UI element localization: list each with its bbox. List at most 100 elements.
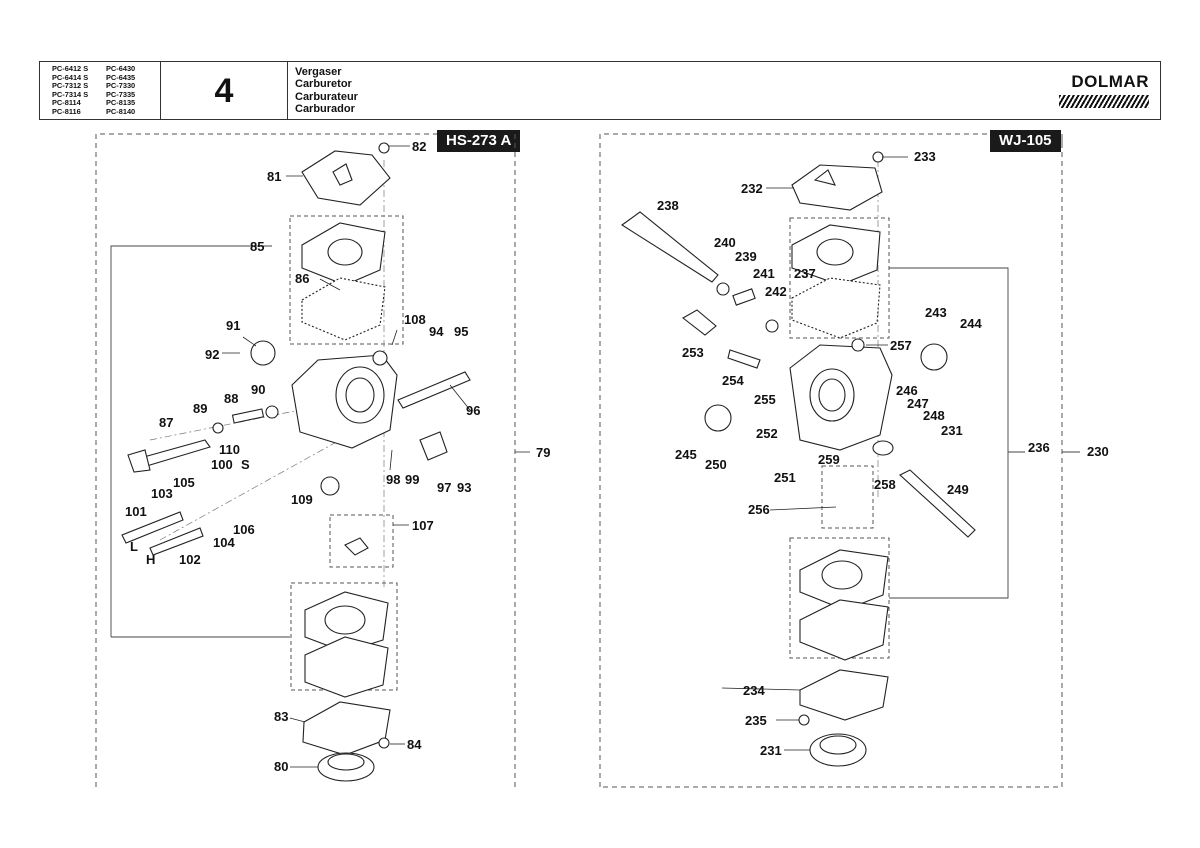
model-code: PC-6430 bbox=[106, 64, 136, 73]
model-code: PC-7312 S bbox=[52, 81, 89, 91]
callout-85: 85 bbox=[250, 239, 264, 254]
dolmar-logo: DOLMAR bbox=[1059, 72, 1149, 108]
gasket-r2-hole bbox=[821, 560, 863, 590]
model-list: PC-6412 S PC-6414 S PC-7312 S PC-7314 S … bbox=[40, 62, 161, 119]
callout-248: 248 bbox=[923, 408, 945, 423]
callout-250: 250 bbox=[705, 457, 727, 472]
callout-108: 108 bbox=[404, 312, 426, 327]
left-gasket-box bbox=[289, 215, 404, 345]
model-code: PC-8135 bbox=[106, 98, 136, 108]
screw-233 bbox=[872, 151, 884, 163]
callout-242: 242 bbox=[765, 284, 787, 299]
callout-110: 110 bbox=[219, 442, 240, 457]
model-code: PC-6412 S bbox=[52, 64, 89, 73]
callout-252: 252 bbox=[756, 426, 778, 441]
callout-232: 232 bbox=[741, 181, 763, 196]
model-list-col-1: PC-6412 S PC-6414 S PC-7312 S PC-7314 S … bbox=[52, 64, 89, 117]
callout-249: 249 bbox=[947, 482, 969, 497]
model-list-col-2: PC-6430 PC-6435 PC-7330 PC-7335 PC-8135 … bbox=[106, 64, 136, 117]
callout-243: 243 bbox=[925, 305, 947, 320]
throttle-plate-243 bbox=[920, 343, 948, 371]
inlet-plate-97 bbox=[419, 431, 448, 461]
callout-102: 102 bbox=[179, 552, 201, 567]
callout-107: 107 bbox=[412, 518, 434, 533]
right-parts bbox=[621, 151, 976, 767]
callout-230: 230 bbox=[1087, 444, 1109, 459]
callout-235: 235 bbox=[745, 713, 767, 728]
page-number: 4 bbox=[161, 62, 288, 119]
gasket-hole bbox=[327, 238, 363, 266]
diaphragm-86 bbox=[301, 277, 386, 341]
spring-241 bbox=[732, 288, 756, 306]
title-es: Carburador bbox=[295, 103, 355, 116]
right-frame bbox=[599, 133, 1063, 788]
lever-107 bbox=[344, 537, 369, 556]
callout-236: 236 bbox=[1028, 440, 1050, 455]
cover-fitting bbox=[813, 169, 836, 186]
left-model-tag: HS-273 A bbox=[437, 130, 521, 152]
callout-82: 82 bbox=[412, 139, 426, 154]
cover-234 bbox=[799, 669, 889, 721]
callout-95: 95 bbox=[454, 324, 468, 339]
callout-259: 259 bbox=[818, 452, 840, 467]
callout-231-ring: 231 bbox=[760, 743, 782, 758]
model-code: PC-8140 bbox=[106, 106, 136, 116]
choke-lever bbox=[127, 449, 151, 473]
plate-250 bbox=[704, 404, 732, 432]
callout-93: 93 bbox=[457, 480, 471, 495]
model-code: PC-6414 S bbox=[52, 72, 89, 82]
shaft-238 bbox=[621, 211, 719, 283]
needle-101 bbox=[121, 511, 184, 544]
dashed-frames bbox=[95, 133, 1063, 788]
shaft-96 bbox=[397, 371, 471, 409]
throttle-plate-91 bbox=[250, 340, 276, 366]
washer-242 bbox=[765, 319, 779, 333]
venturi-inner bbox=[345, 377, 375, 413]
callout-80: 80 bbox=[274, 759, 288, 774]
callout-237: 237 bbox=[794, 266, 816, 281]
callout-234: 234 bbox=[743, 683, 765, 698]
model-code: PC-7314 S bbox=[52, 89, 89, 99]
washer-240 bbox=[716, 282, 730, 296]
spring-88 bbox=[231, 408, 265, 424]
right-model-tag: WJ-105 bbox=[990, 130, 1061, 152]
callout-104: 104 bbox=[213, 535, 235, 550]
model-code: PC-8114 bbox=[52, 98, 81, 108]
logo-stripes bbox=[1059, 95, 1149, 108]
callout-100: 100 bbox=[211, 457, 233, 472]
callout-94: 94 bbox=[429, 324, 444, 339]
callout-81: 81 bbox=[267, 169, 281, 184]
callout-86: 86 bbox=[295, 271, 309, 286]
left-callouts: 82 81 85 86 108 94 95 91 92 90 88 89 87 … bbox=[125, 139, 550, 774]
callout-106: 106 bbox=[233, 522, 255, 537]
gasket-hole-r bbox=[816, 238, 854, 266]
washer-94 bbox=[372, 350, 388, 366]
washer-89 bbox=[212, 422, 224, 434]
callout-256: 256 bbox=[748, 502, 770, 517]
left-needle-box bbox=[329, 514, 394, 568]
cap-257 bbox=[851, 338, 865, 352]
screw-84 bbox=[378, 737, 390, 749]
title-fr: Carburateur bbox=[295, 90, 358, 103]
callout-109: 109 bbox=[291, 492, 313, 507]
pump-diaphragm bbox=[304, 636, 389, 698]
callout-103: 103 bbox=[151, 486, 173, 501]
callout-246: 246 bbox=[896, 383, 918, 398]
callout-99: 99 bbox=[405, 472, 419, 487]
section-titles: Vergaser Carburetor Carburateur Carburad… bbox=[295, 66, 358, 116]
venturi-right-inner bbox=[818, 378, 846, 412]
left-parts bbox=[121, 142, 471, 782]
right-needle-box bbox=[821, 465, 874, 529]
leader-lines bbox=[222, 145, 908, 768]
screw-235 bbox=[798, 714, 810, 726]
shaft-249 bbox=[899, 469, 976, 538]
callout-98: 98 bbox=[386, 472, 400, 487]
callout-84: 84 bbox=[407, 737, 422, 752]
callout-233: 233 bbox=[914, 149, 936, 164]
callout-97: 97 bbox=[437, 480, 451, 495]
diaphragm-r2 bbox=[799, 599, 889, 661]
callout-245: 245 bbox=[675, 447, 697, 462]
brand-wordmark: DOLMAR bbox=[1071, 72, 1149, 91]
plug-253 bbox=[682, 309, 717, 336]
title-de: Vergaser bbox=[295, 66, 342, 78]
